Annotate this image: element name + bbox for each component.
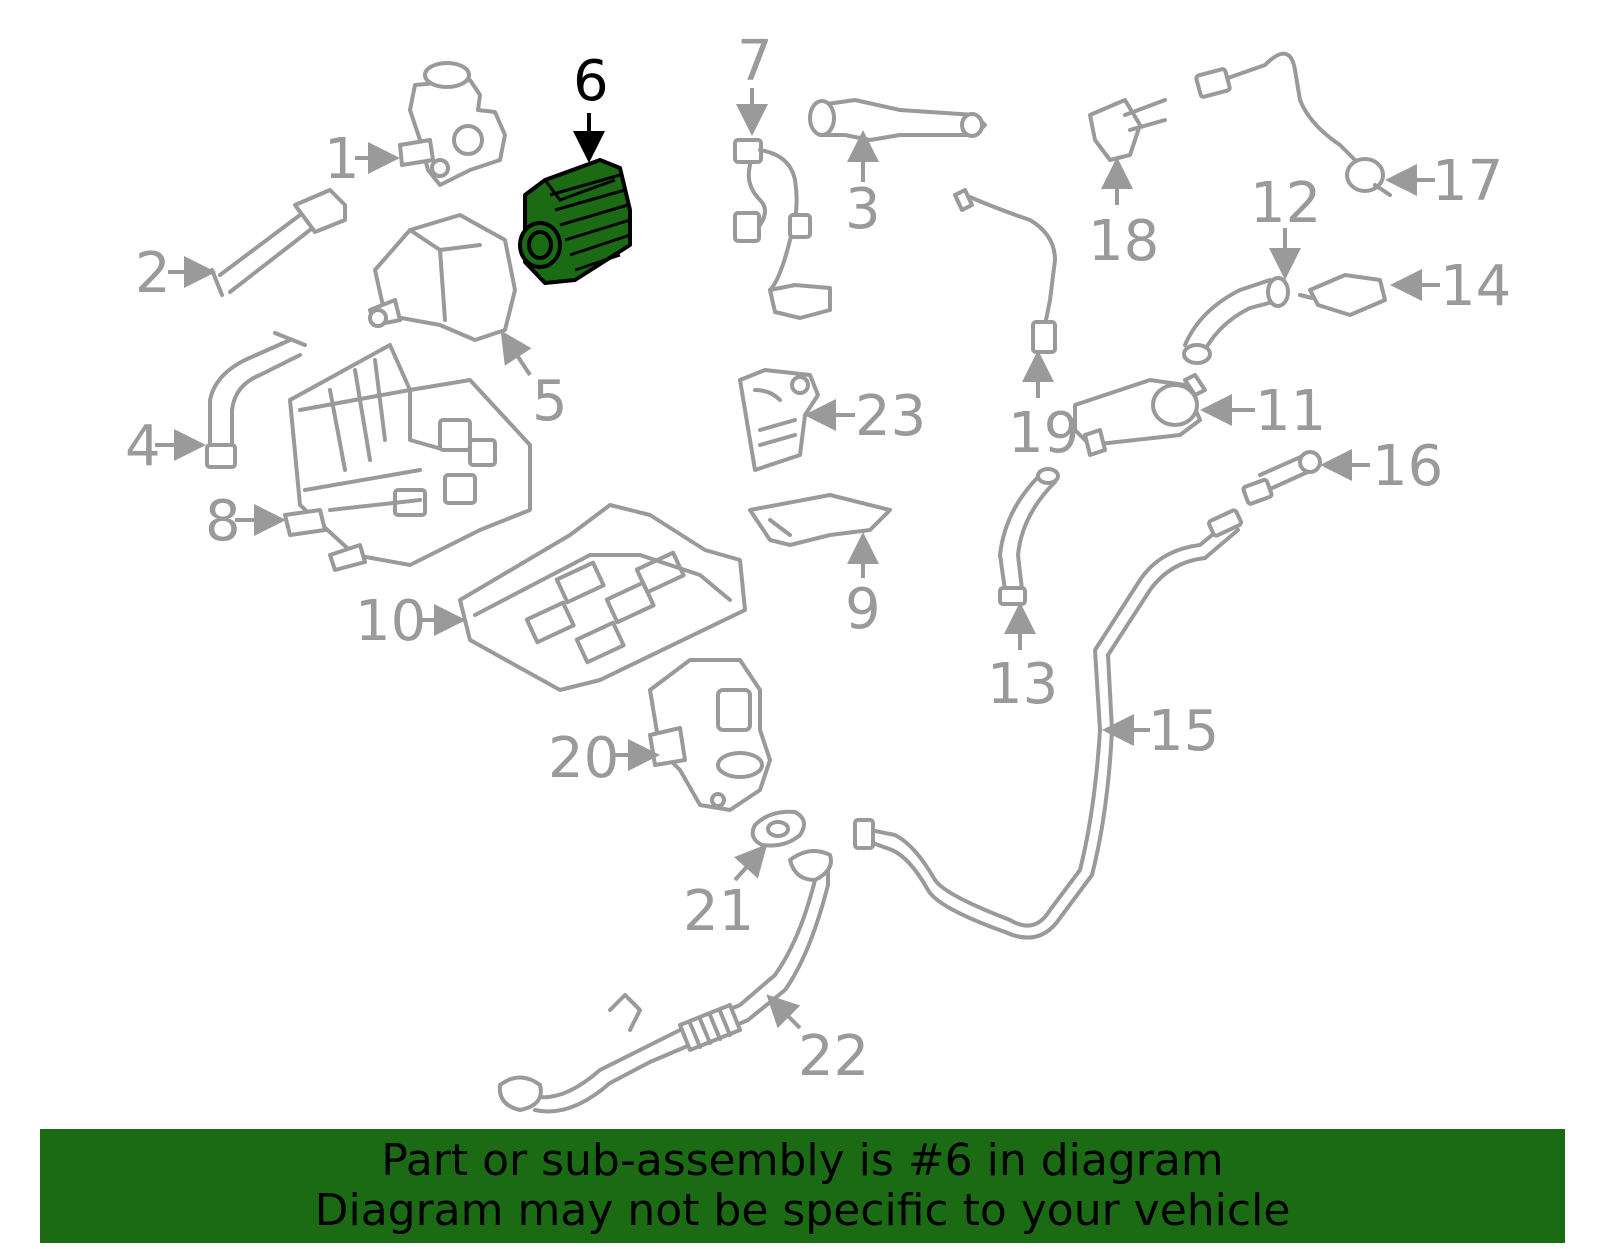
part-21-gasket[interactable] bbox=[750, 809, 806, 848]
part-1-valve[interactable] bbox=[398, 61, 507, 187]
part-4-hose[interactable] bbox=[205, 331, 307, 469]
callout-19: 19 bbox=[1008, 401, 1079, 466]
callout-6: 6 bbox=[573, 49, 609, 114]
callout-17: 17 bbox=[1432, 149, 1503, 214]
callout-7: 7 bbox=[737, 29, 773, 94]
callout-23: 23 bbox=[855, 384, 926, 449]
callout-15: 15 bbox=[1148, 699, 1219, 764]
part-3-pipe[interactable] bbox=[808, 98, 987, 142]
part-6-highlighted[interactable] bbox=[518, 158, 632, 285]
callout-5: 5 bbox=[532, 369, 568, 434]
part-18-bracket[interactable] bbox=[1088, 98, 1167, 162]
banner-line-2: Diagram may not be specific to your vehi… bbox=[314, 1185, 1291, 1236]
part-14-sensor[interactable] bbox=[1298, 273, 1387, 317]
part-8-canister[interactable] bbox=[283, 343, 532, 572]
callout-21: 21 bbox=[683, 879, 754, 944]
part-13-hose[interactable] bbox=[998, 467, 1060, 606]
callout-10: 10 bbox=[355, 589, 426, 654]
part-7-harness[interactable] bbox=[733, 138, 832, 320]
part-9-bracket[interactable] bbox=[748, 493, 892, 547]
callout-16: 16 bbox=[1372, 434, 1443, 499]
part-11-valve[interactable] bbox=[1073, 373, 1207, 457]
callout-1: 1 bbox=[324, 127, 360, 192]
callout-13: 13 bbox=[987, 652, 1058, 717]
part-23-bracket[interactable] bbox=[738, 368, 820, 472]
callout-12: 12 bbox=[1250, 171, 1321, 236]
part-16-fitting[interactable] bbox=[1241, 450, 1322, 506]
callout-22: 22 bbox=[798, 1024, 869, 1089]
part-5-housing[interactable] bbox=[368, 213, 517, 342]
callout-9: 9 bbox=[845, 577, 881, 642]
part-12-hose[interactable] bbox=[1182, 276, 1290, 365]
part-22-pipe[interactable] bbox=[497, 849, 833, 1114]
part-19-sensor[interactable] bbox=[953, 188, 1057, 354]
banner-line-1: Part or sub-assembly is #6 in diagram bbox=[381, 1135, 1224, 1186]
info-banner: Part or sub-assembly is #6 in diagram Di… bbox=[40, 1129, 1565, 1243]
part-17-sensor[interactable] bbox=[1194, 51, 1392, 197]
callout-4: 4 bbox=[125, 414, 161, 479]
part-15-pipe[interactable] bbox=[853, 508, 1243, 940]
callout-labels: 1 2 3 4 5 6 7 8 9 10 11 12 13 14 15 16 1… bbox=[125, 29, 1511, 1089]
callout-2: 2 bbox=[135, 241, 171, 306]
callout-14: 14 bbox=[1440, 254, 1511, 319]
part-2-hose[interactable] bbox=[210, 188, 347, 297]
callout-18: 18 bbox=[1088, 209, 1159, 274]
callout-20: 20 bbox=[548, 726, 619, 791]
part-10-tray[interactable] bbox=[458, 503, 747, 692]
callout-11: 11 bbox=[1255, 379, 1326, 444]
callout-8: 8 bbox=[205, 489, 241, 554]
part-20-valve[interactable] bbox=[648, 658, 772, 812]
callout-3: 3 bbox=[845, 177, 881, 242]
callout-arrows bbox=[155, 88, 1440, 1030]
